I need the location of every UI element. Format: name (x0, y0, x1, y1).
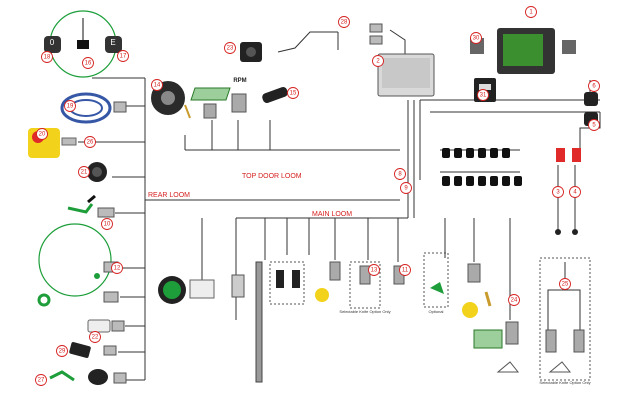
ecu-module (377, 53, 435, 97)
callout-number-20: 20 (39, 132, 46, 138)
callout-number-17: 17 (120, 54, 127, 60)
callout-circle-17 (117, 50, 129, 62)
callout-circle-16 (82, 57, 94, 69)
callout-circle-26 (84, 136, 96, 148)
bottom-left-sensors (49, 369, 127, 385)
callout-number-22: 22 (92, 335, 99, 341)
display-terminal (470, 28, 576, 74)
callout-circle-13 (368, 264, 380, 276)
callout-circle-28 (338, 16, 350, 28)
callout-circle-2 (372, 55, 384, 67)
callout-circle-25 (559, 278, 571, 290)
callout-number-12: 12 (114, 266, 121, 272)
load-cell-row-2 (442, 176, 522, 186)
callout-number-6: 6 (592, 84, 596, 90)
callout-number-28: 28 (341, 20, 348, 26)
callout-number-16: 16 (85, 61, 92, 67)
callout-number-8: 8 (398, 172, 402, 178)
callout-circle-29 (56, 345, 68, 357)
callout-circle-8 (394, 168, 406, 180)
callout-number-14: 14 (154, 83, 161, 89)
callout-number-2: 2 (376, 59, 380, 65)
main-loom-devices (158, 252, 591, 383)
cylinder-sensor (262, 86, 288, 104)
rpm-sensor: RPM (231, 78, 247, 113)
plug-connector (87, 319, 125, 333)
callout-number-3: 3 (556, 190, 560, 196)
camera (240, 42, 262, 62)
callout-circle-6 (588, 80, 600, 92)
callout-circle-4 (569, 186, 581, 198)
callout-number-29: 29 (59, 349, 66, 355)
svg-text:E: E (110, 38, 115, 47)
callout-circle-1 (525, 6, 537, 18)
callout-circle-15 (287, 87, 299, 99)
callout-circle-31 (477, 89, 489, 101)
callout-number-31: 31 (480, 93, 487, 99)
cab-switch-loop: 0 E (44, 10, 122, 78)
rpm-label: RPM (233, 78, 246, 84)
black-relay (69, 342, 117, 358)
callout-circle-22 (89, 331, 101, 343)
top-door-loom-label: TOP DOOR LOOM (242, 173, 302, 180)
callout-number-26: 26 (87, 140, 94, 146)
callout-number-30: 30 (473, 36, 480, 42)
callout-number-24: 24 (511, 298, 518, 304)
callout-number-21: 21 (81, 170, 88, 176)
callout-number-9: 9 (404, 186, 408, 192)
callout-number-27: 27 (38, 378, 45, 384)
callout-circle-11 (399, 264, 411, 276)
callout-circle-23 (224, 42, 236, 54)
splitter-cable (369, 23, 383, 45)
rear-loom-label: REAR LOOM (148, 192, 190, 199)
e-stop-button (28, 128, 77, 158)
scissor-sensor (190, 87, 231, 119)
callout-circle-19 (64, 100, 76, 112)
callout-number-13: 13 (371, 268, 378, 274)
callout-circle-12 (111, 262, 123, 274)
callout-number-19: 19 (67, 104, 74, 110)
callout-number-25: 25 (562, 282, 569, 288)
callout-number-1: 1 (529, 10, 533, 16)
callout-circle-27 (35, 374, 47, 386)
callout-number-10: 10 (104, 222, 111, 228)
green-sensor-arm (67, 194, 115, 218)
load-cell-row-1 (442, 148, 510, 158)
optional-note: Optional (429, 309, 444, 314)
svg-text:0: 0 (50, 38, 55, 47)
main-loom-label: MAIN LOOM (312, 211, 352, 218)
red-plugs (555, 148, 581, 235)
callout-circle-5 (588, 119, 600, 131)
callout-circle-30 (470, 32, 482, 44)
callout-number-23: 23 (227, 46, 234, 52)
callout-circle-24 (508, 294, 520, 306)
selectable-knife-note-2: Selectable Knife Option Only (539, 380, 590, 385)
callout-circle-9 (400, 182, 412, 194)
callout-number-11: 11 (402, 268, 409, 274)
callout-circle-3 (552, 186, 564, 198)
callout-circle-10 (101, 218, 113, 230)
callout-number-15: 15 (290, 91, 297, 97)
callout-number-18: 18 (44, 55, 51, 61)
callout-circle-18 (41, 51, 53, 63)
selectable-knife-note: Selectable Knife Option Only (339, 309, 390, 314)
callout-number-4: 4 (573, 190, 577, 196)
callout-number-5: 5 (592, 123, 596, 129)
callout-circle-20 (36, 128, 48, 140)
callout-circle-21 (78, 166, 90, 178)
round-socket (87, 162, 107, 182)
green-ring-sensor (37, 223, 119, 307)
callout-circle-14 (151, 79, 163, 91)
